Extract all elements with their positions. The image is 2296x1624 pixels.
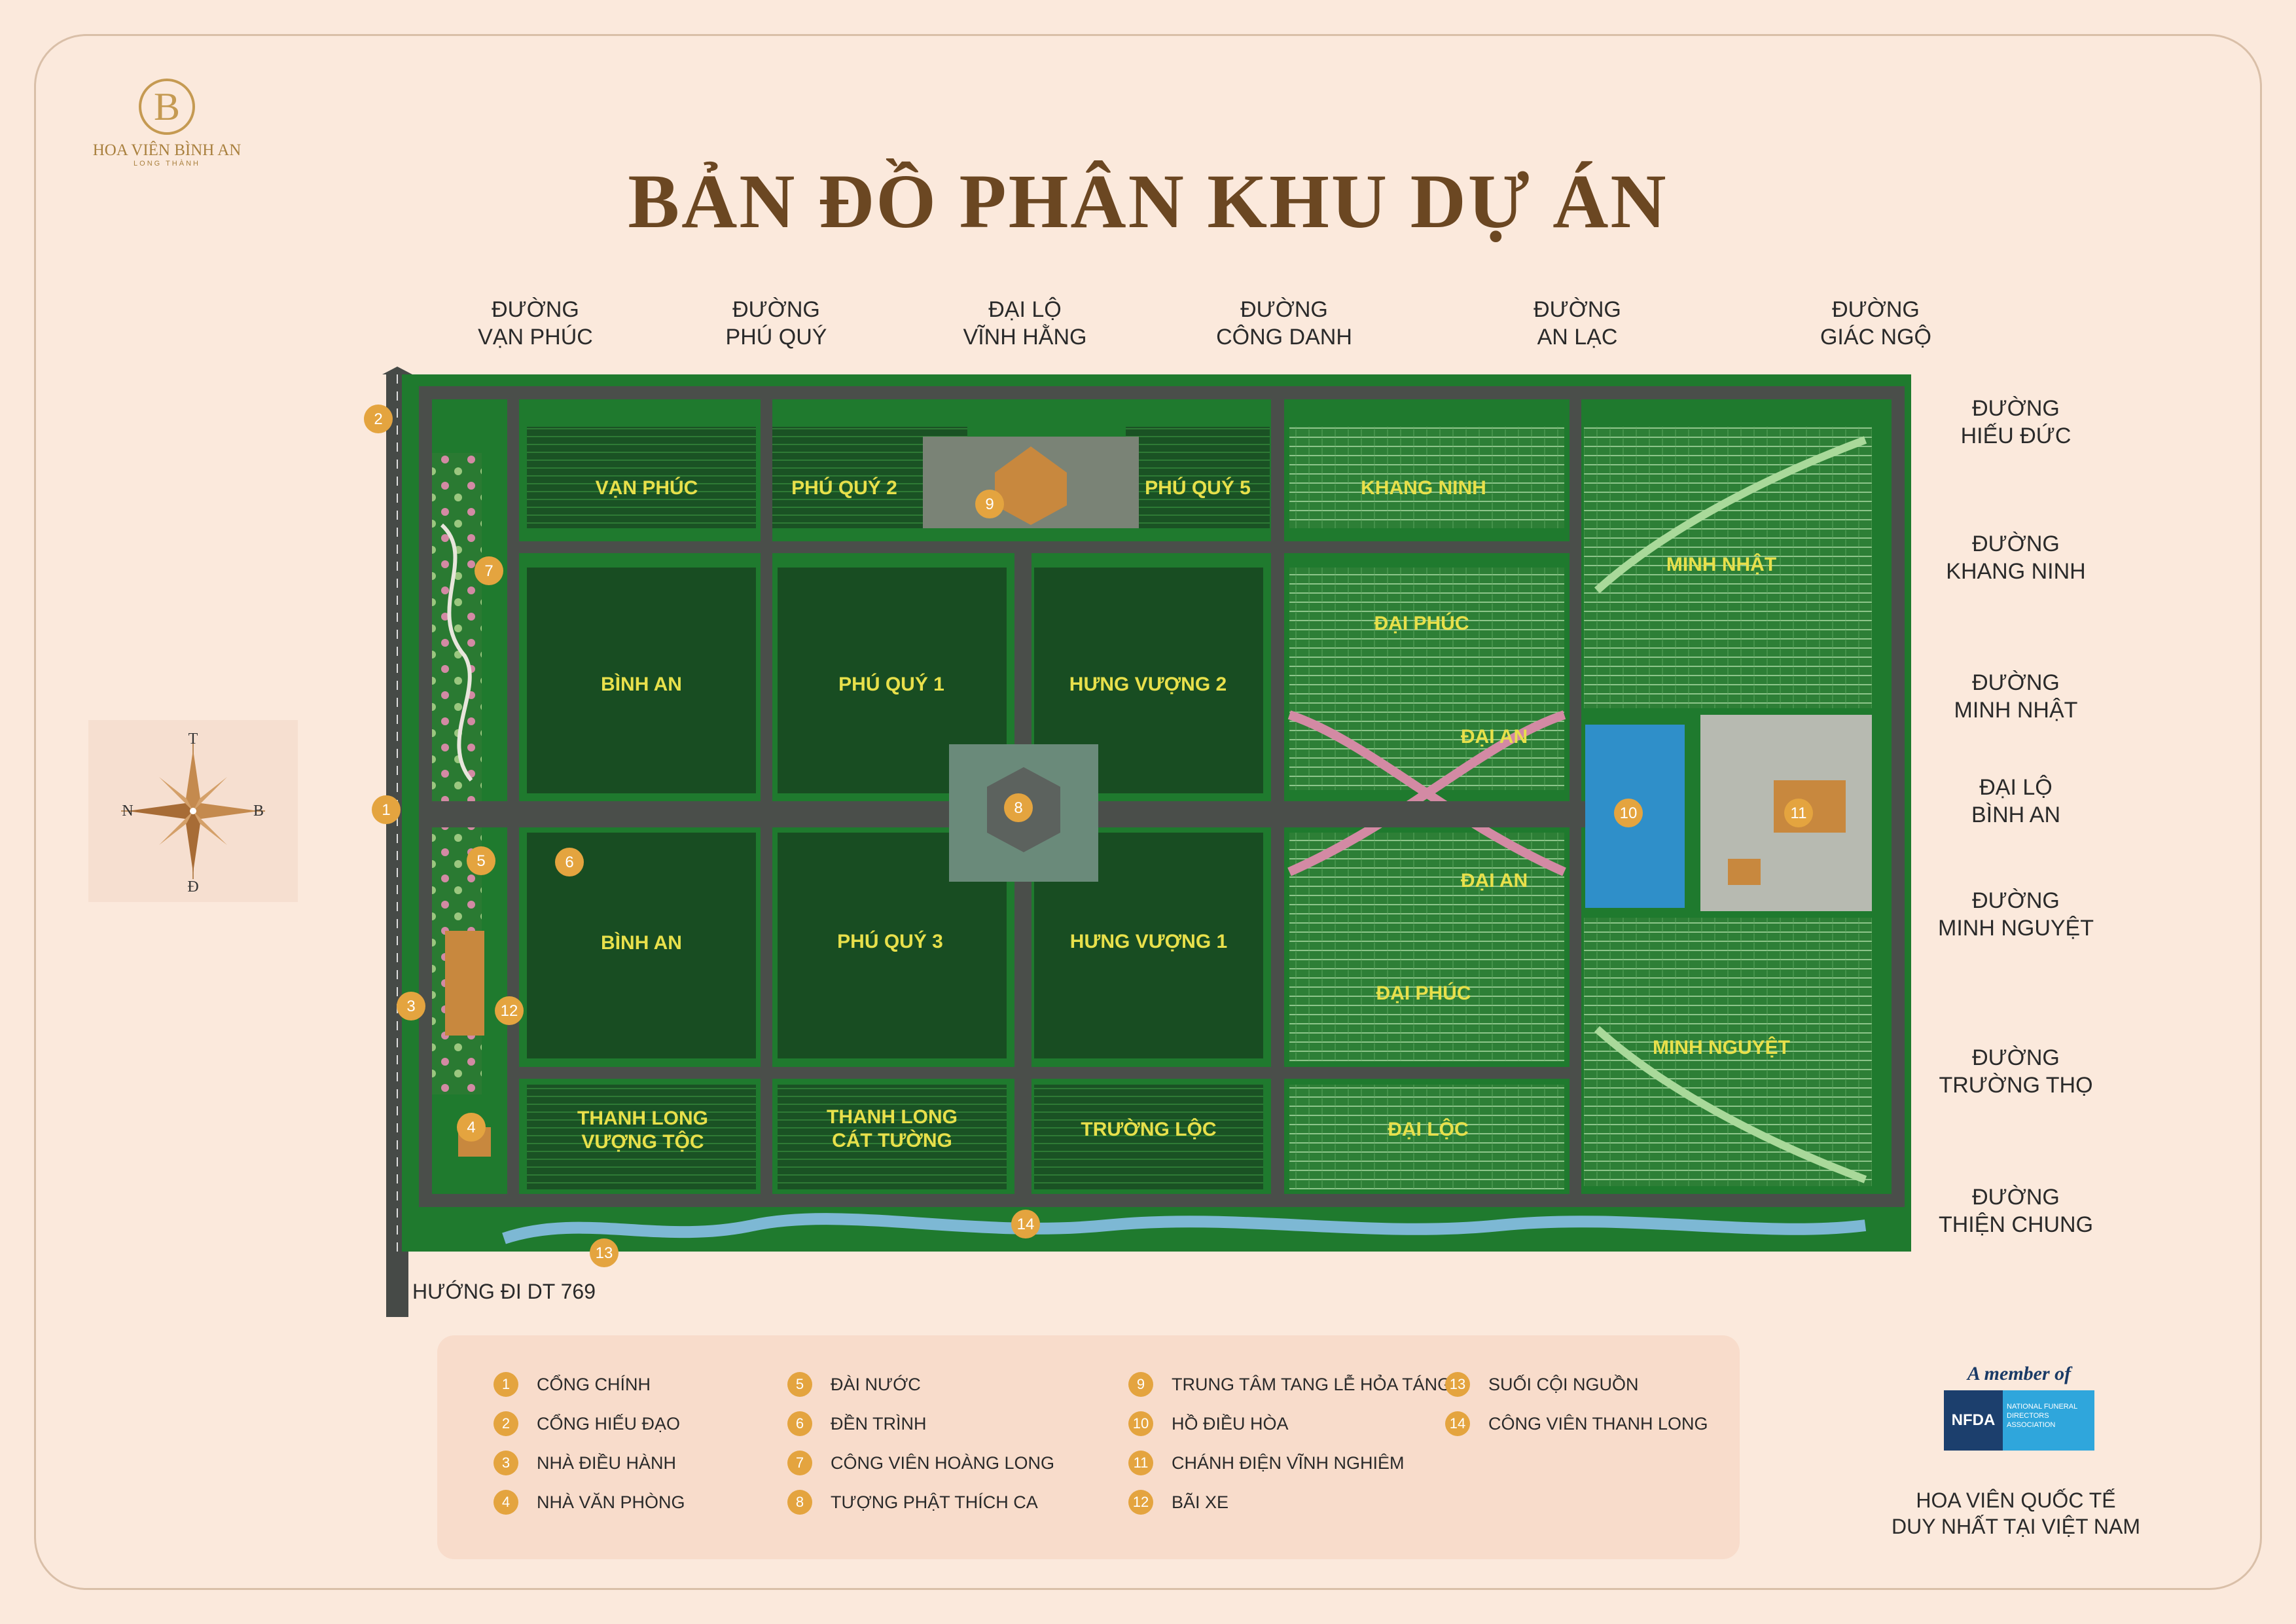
zone-label: ĐẠI PHÚC <box>1374 612 1469 634</box>
nfda-abbr: NFDA <box>1944 1390 2003 1451</box>
zone-label: ĐẠI AN <box>1461 726 1528 748</box>
zone-label: MINH NGUYỆT <box>1653 1036 1790 1058</box>
marker-13[interactable]: 13 <box>596 1244 613 1262</box>
zone-label: VƯỢNG TỘC <box>581 1130 704 1153</box>
marker-8[interactable]: 8 <box>1014 799 1022 817</box>
compass-north: T <box>188 731 198 748</box>
marker-9[interactable]: 9 <box>985 496 994 513</box>
zone-label: THANH LONG <box>827 1106 958 1128</box>
compass-east: B <box>253 803 264 820</box>
compass-south: Đ <box>187 878 198 895</box>
zone-label: HƯNG VƯỢNG 1 <box>1070 931 1227 952</box>
brand-tagline: LONG THÀNH <box>134 160 200 168</box>
marker-4[interactable]: 4 <box>467 1119 475 1136</box>
marker-6[interactable]: 6 <box>565 854 573 871</box>
zone-label: HƯNG VƯỢNG 2 <box>1069 674 1227 695</box>
zone-label: TRƯỜNG LỘC <box>1081 1118 1216 1140</box>
zone-label: PHÚ QUÝ 1 <box>838 673 944 695</box>
marker-3[interactable]: 3 <box>406 998 415 1015</box>
admin-building <box>445 931 484 1036</box>
zone-label: BÌNH AN <box>601 673 682 695</box>
direction-label: HƯỚNG ĐI DT 769 <box>412 1280 596 1303</box>
zone-label: KHANG NINH <box>1361 477 1486 499</box>
marker-11[interactable]: 11 <box>1791 804 1807 822</box>
site-map: VẠN PHÚC PHÚ QUÝ 2 PHÚ QUÝ 5 KHANG NINH … <box>364 367 1911 1317</box>
nfda-badge: A member of NFDA NATIONAL FUNERAL DIRECT… <box>1934 1363 2104 1451</box>
compass-rose: T Đ N B <box>88 720 298 902</box>
marker-10[interactable]: 10 <box>1620 804 1638 822</box>
page-frame <box>34 34 2262 1590</box>
international-caption: HOA VIÊN QUỐC TẾ DUY NHẤT TẠI VIỆT NAM <box>1892 1489 2140 1538</box>
brand-logo: B HOA VIÊN BÌNH AN LONG THÀNH <box>85 79 249 168</box>
compass-west: N <box>122 803 133 820</box>
zone-label: PHÚ QUÝ 5 <box>1145 477 1251 499</box>
zone-label: CÁT TƯỜNG <box>832 1129 952 1151</box>
page-title: BẢN ĐỒ PHÂN KHU DỰ ÁN <box>628 158 1668 244</box>
nfda-full: NATIONAL FUNERAL DIRECTORS ASSOCIATION <box>2003 1390 2094 1451</box>
zone-label: ĐẠI LỘC <box>1388 1118 1468 1140</box>
stream-coi-nguon <box>502 1213 1867 1244</box>
marker-14[interactable]: 14 <box>1017 1216 1035 1233</box>
logo-monogram: B <box>139 79 195 135</box>
marker-12[interactable]: 12 <box>501 1002 518 1020</box>
zone-label: ĐẠI PHÚC <box>1376 982 1471 1004</box>
nfda-member-text: A member of <box>1967 1363 2072 1384</box>
zone-label: PHÚ QUÝ 2 <box>791 477 897 499</box>
zone-label: ĐẠI AN <box>1461 870 1528 892</box>
zone-label: VẠN PHÚC <box>596 477 698 499</box>
marker-5[interactable]: 5 <box>476 852 485 870</box>
zone-label: MINH NHẬT <box>1666 553 1776 575</box>
zone-label: THANH LONG <box>577 1108 708 1129</box>
brand-name: HOA VIÊN BÌNH AN <box>92 141 242 159</box>
zone-label: PHÚ QUÝ 3 <box>837 930 943 952</box>
zone-label: BÌNH AN <box>601 931 682 954</box>
marker-1[interactable]: 1 <box>382 801 390 819</box>
marker-2[interactable]: 2 <box>374 410 382 428</box>
marker-7[interactable]: 7 <box>484 562 493 580</box>
